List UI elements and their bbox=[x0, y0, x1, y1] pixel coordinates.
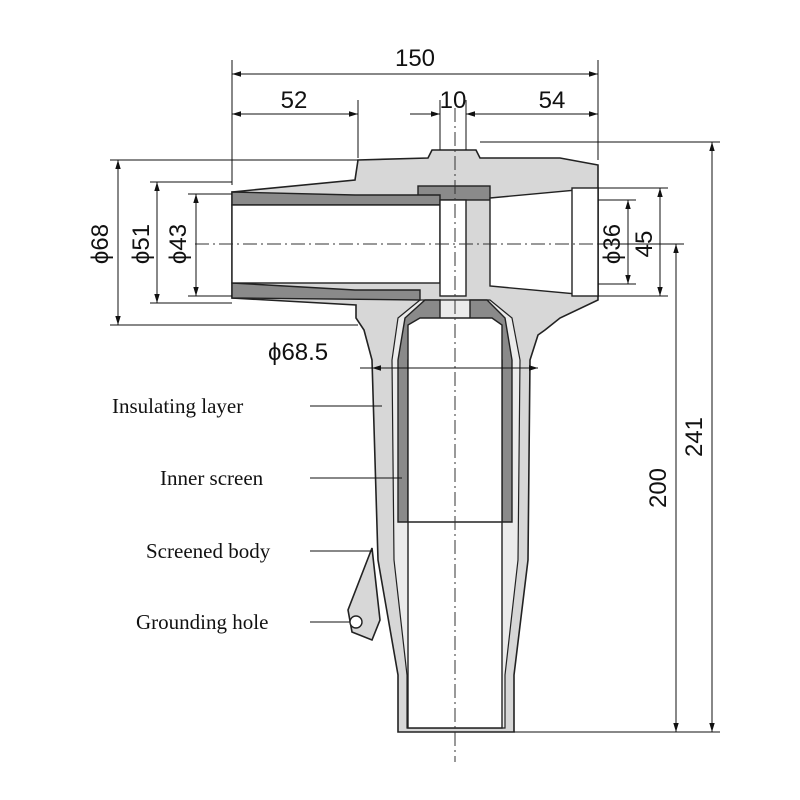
dim-stem-diameter: ϕ68.5 bbox=[268, 339, 328, 366]
dim-right-length: 54 bbox=[539, 87, 566, 114]
dim-left-bore-diameter: ϕ43 bbox=[165, 224, 192, 264]
dim-left-length: 52 bbox=[281, 87, 308, 114]
top-dimensions: 150 52 10 54 bbox=[231, 45, 599, 185]
dim-overall-width: 150 bbox=[395, 45, 435, 72]
left-dimensions: ϕ68 ϕ51 ϕ43 bbox=[87, 159, 358, 326]
callouts: Insulating layer Inner screen Screened b… bbox=[112, 394, 402, 634]
label-insulating-layer: Insulating layer bbox=[112, 394, 243, 418]
label-inner-screen: Inner screen bbox=[160, 466, 264, 490]
bores bbox=[231, 187, 599, 729]
label-screened-body: Screened body bbox=[146, 539, 271, 563]
dim-total-height: 241 bbox=[681, 417, 708, 457]
dim-stem-height: 200 bbox=[645, 468, 672, 508]
label-grounding-hole: Grounding hole bbox=[136, 610, 268, 634]
dim-stud-width: 10 bbox=[440, 87, 467, 114]
right-dimensions: ϕ36 45 200 241 bbox=[480, 141, 720, 733]
dim-left-middle-diameter: ϕ51 bbox=[128, 224, 155, 264]
dim-left-outer-diameter: ϕ68 bbox=[87, 224, 114, 264]
stem-dimension: ϕ68.5 bbox=[268, 339, 538, 371]
